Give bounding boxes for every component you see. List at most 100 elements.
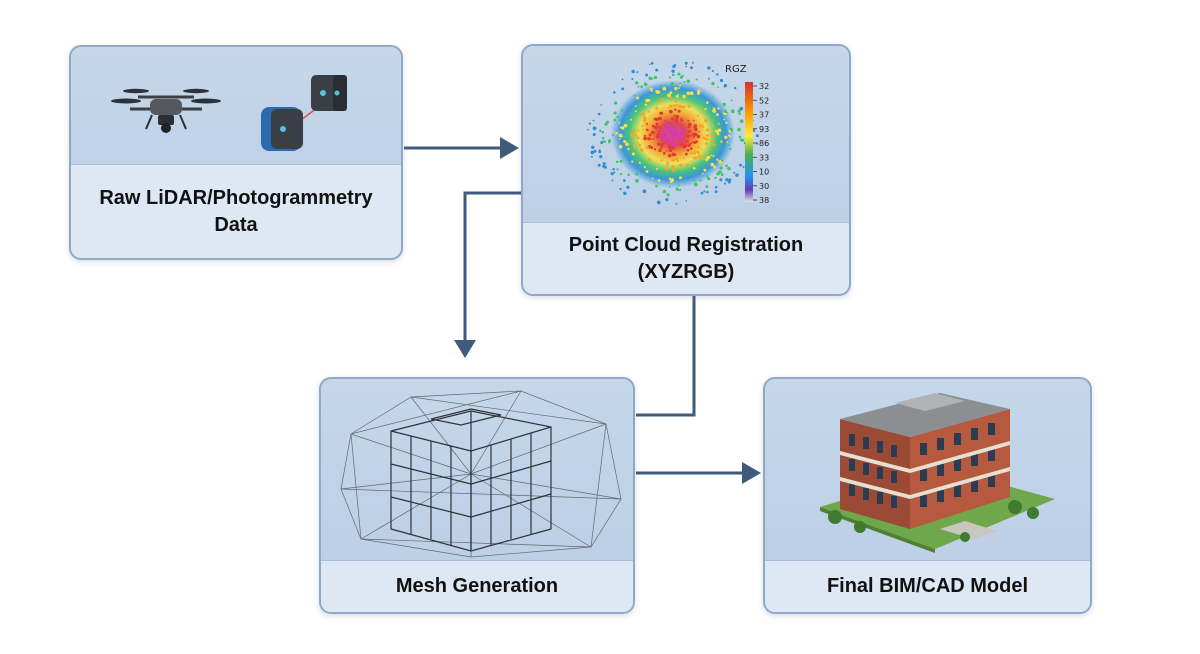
point-cloud-point: [703, 156, 705, 159]
point-cloud-point: [607, 139, 612, 143]
point-cloud-point: [660, 146, 663, 149]
point-cloud-point: [669, 139, 672, 141]
point-cloud-point: [723, 84, 727, 88]
point-cloud-point: [601, 130, 604, 134]
point-cloud-point: [651, 124, 655, 128]
point-cloud-point: [638, 161, 641, 164]
point-cloud-point: [672, 137, 675, 141]
building-model-icon: [820, 393, 1055, 553]
point-cloud-point: [658, 100, 661, 104]
point-cloud-point: [726, 112, 729, 114]
point-cloud-point: [666, 150, 668, 152]
point-cloud-point: [670, 117, 674, 121]
point-cloud-point: [637, 142, 639, 145]
point-cloud-point: [685, 200, 688, 202]
point-cloud-point: [680, 117, 682, 120]
point-cloud-point: [739, 119, 744, 124]
point-cloud-point: [727, 180, 731, 184]
drone-icon: [111, 88, 221, 133]
point-cloud-point: [590, 150, 595, 155]
point-cloud-point: [619, 187, 622, 191]
point-cloud-point: [707, 77, 710, 80]
point-cloud-point: [674, 138, 677, 141]
point-cloud-point: [739, 106, 744, 111]
point-cloud-point: [712, 124, 714, 127]
point-cloud-point: [671, 157, 675, 162]
point-cloud-point: [677, 109, 681, 113]
point-cloud-point: [666, 121, 670, 125]
point-cloud-point: [713, 165, 717, 169]
point-cloud-point: [693, 179, 696, 182]
point-cloud-point: [682, 94, 686, 99]
point-cloud-point: [648, 133, 652, 137]
point-cloud-point: [662, 189, 667, 194]
point-cloud-point: [707, 177, 711, 181]
point-cloud-point: [673, 114, 676, 118]
point-cloud-blob: [587, 61, 759, 205]
point-cloud-point: [679, 84, 682, 87]
point-cloud-point: [592, 132, 596, 137]
point-cloud-point: [686, 148, 690, 152]
point-cloud-point: [669, 96, 673, 100]
point-cloud-point: [717, 107, 720, 110]
point-cloud-point: [682, 137, 685, 140]
point-cloud-point: [655, 117, 659, 121]
point-cloud-point: [696, 134, 701, 139]
point-cloud-point: [631, 77, 634, 81]
point-cloud-point: [676, 104, 679, 107]
point-cloud-point: [707, 147, 710, 150]
point-cloud-point: [647, 158, 651, 162]
point-cloud-point: [672, 123, 675, 127]
point-cloud-point: [679, 176, 682, 180]
point-cloud-point: [599, 129, 602, 132]
point-cloud-point: [611, 133, 614, 136]
point-cloud-point: [672, 133, 674, 136]
point-cloud-point: [719, 78, 724, 83]
point-cloud-point: [704, 142, 708, 145]
point-cloud-point: [653, 148, 657, 151]
point-cloud-point: [644, 103, 647, 106]
point-cloud-point: [662, 86, 667, 91]
point-cloud-point: [682, 105, 686, 109]
point-cloud-point: [591, 146, 594, 150]
point-cloud-point: [672, 168, 676, 172]
point-cloud-point: [752, 129, 756, 132]
point-cloud-point: [613, 118, 617, 122]
point-cloud-point: [717, 122, 720, 125]
point-cloud-point: [741, 138, 745, 142]
point-cloud-point: [720, 173, 724, 177]
raw-data-label-line1: Raw LiDAR/Photogrammetry: [99, 186, 373, 209]
point-cloud-point: [602, 164, 606, 168]
point-cloud-point: [665, 167, 669, 171]
point-cloud-point: [685, 61, 688, 65]
point-cloud-point: [618, 144, 623, 149]
point-cloud-point: [704, 137, 707, 141]
raw-data-label-line2: Data: [214, 213, 258, 236]
point-cloud-point: [623, 139, 627, 144]
point-cloud-point: [723, 109, 728, 114]
point-cloud-point: [649, 87, 653, 91]
point-cloud-point: [631, 160, 634, 163]
point-cloud-point: [659, 111, 664, 115]
point-cloud-point: [683, 80, 686, 83]
point-cloud-point: [687, 143, 691, 147]
point-cloud-label-line2: (XYZRGB): [637, 260, 735, 283]
point-cloud-point: [631, 139, 634, 143]
point-cloud-point: [630, 118, 633, 121]
point-cloud-point: [671, 73, 675, 77]
point-cloud-point: [720, 140, 723, 143]
point-cloud-point: [685, 164, 688, 167]
point-cloud-point: [669, 91, 673, 94]
point-cloud-point: [714, 128, 717, 131]
point-cloud-point: [656, 167, 659, 171]
point-cloud-point: [678, 136, 682, 140]
point-cloud-point: [604, 122, 608, 126]
point-cloud-point: [627, 147, 630, 151]
point-cloud-point: [643, 136, 647, 141]
point-cloud-point: [675, 95, 679, 98]
point-cloud-point: [677, 87, 680, 90]
point-cloud-point: [670, 129, 674, 133]
point-cloud-point: [672, 104, 676, 108]
bim-model-label: Final BIM/CAD Model: [765, 560, 1090, 612]
